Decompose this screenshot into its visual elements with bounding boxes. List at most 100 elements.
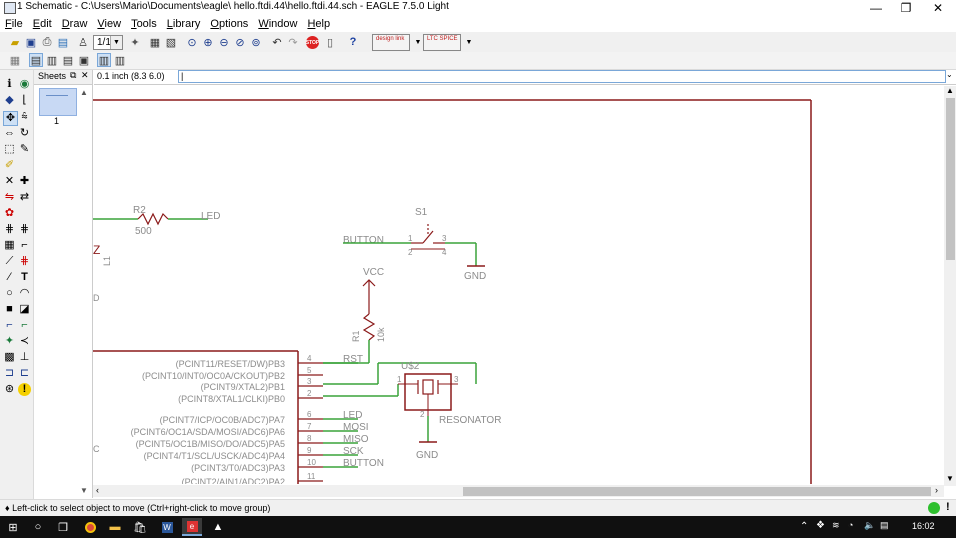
menu-tools[interactable]: Tools	[131, 18, 157, 30]
close-icon[interactable]: ✕	[81, 70, 89, 80]
delete-icon[interactable]: ✕	[4, 175, 15, 187]
errors-icon[interactable]: !	[18, 383, 31, 396]
show-icon[interactable]: ◉	[19, 78, 30, 90]
wire-icon[interactable]: ⁄	[8, 271, 11, 283]
attribute-icon[interactable]: ▩	[4, 351, 15, 363]
search-icon[interactable]: ○	[34, 521, 42, 533]
layout-icon-3[interactable]: ▤	[62, 54, 74, 67]
panel-toggle-icon[interactable]: ▥	[97, 53, 111, 67]
paste-icon[interactable]: ✐	[4, 159, 15, 171]
display-icon[interactable]: ◆	[5, 94, 14, 106]
script-icon[interactable]: ▦	[149, 36, 161, 49]
invoke-icon[interactable]: ⋕	[19, 255, 30, 267]
layout-icon-2[interactable]: ▥	[46, 54, 58, 67]
eagle-taskbar-icon[interactable]: e	[182, 518, 202, 536]
close-button[interactable]: ✕	[932, 1, 944, 15]
show-hidden-icons-icon[interactable]: ⌃	[800, 521, 809, 532]
label-icon[interactable]: ≺	[19, 335, 30, 347]
notifications-icon[interactable]: ▤	[880, 520, 889, 530]
move-icon[interactable]: ✥	[3, 111, 18, 126]
smash-icon[interactable]: ▦	[4, 239, 15, 251]
add-icon[interactable]: ✚	[19, 175, 30, 187]
menu-help[interactable]: Help	[307, 18, 331, 30]
bus-icon[interactable]: ⌐	[6, 319, 13, 331]
circle-icon[interactable]: ○	[6, 287, 13, 299]
command-history-chevron-icon[interactable]: ⌄	[946, 70, 953, 79]
minimize-button[interactable]: —	[870, 1, 882, 15]
menu-file[interactable]: File	[5, 18, 23, 30]
rect-icon[interactable]: ■	[6, 303, 13, 315]
schematic-canvas[interactable]: R2 500 LED Z L1 D C S1 BUTTON 1 2 3 4 GN…	[93, 86, 944, 484]
menu-options[interactable]: Options	[210, 18, 249, 30]
zoom-redraw-icon[interactable]: ⊘	[235, 36, 245, 49]
word-icon[interactable]: W	[161, 521, 173, 533]
scroll-left-icon[interactable]: ‹	[96, 485, 99, 495]
task-view-icon[interactable]: ❐	[58, 521, 68, 534]
menu-view[interactable]: View	[97, 18, 122, 30]
split-icon[interactable]: ⟋	[5, 255, 14, 267]
gateswap-icon[interactable]: ✿	[4, 207, 15, 219]
stop-status-icon[interactable]: !	[946, 501, 950, 513]
zoom-in-icon[interactable]: ⊕	[203, 36, 213, 49]
cam-icon[interactable]: ▤	[57, 36, 69, 49]
ltspice-button[interactable]: LTC SPICE	[423, 34, 461, 51]
print-icon[interactable]: ⎙	[42, 35, 52, 48]
undock-icon[interactable]: ⧉	[70, 70, 77, 80]
undo-icon[interactable]: ↶	[272, 36, 282, 49]
zoom-fit-icon[interactable]: ⊙	[187, 36, 197, 49]
help-icon[interactable]: ?	[349, 36, 357, 48]
grid-icon[interactable]: ▦	[9, 54, 21, 67]
scroll-up-icon[interactable]: ▲	[946, 86, 954, 95]
polygon-icon[interactable]: ◪	[19, 303, 30, 315]
designlink-dropdown-icon[interactable]: ▼	[414, 38, 422, 46]
sheets-scroll-up[interactable]: ▲	[80, 88, 88, 97]
sheets-scroll-down[interactable]: ▼	[80, 486, 88, 495]
erc-icon[interactable]: ⊛	[4, 383, 15, 395]
horizontal-scroll-thumb[interactable]	[463, 487, 931, 496]
board-switch-icon[interactable]: ▧	[165, 36, 177, 49]
go-icon[interactable]: ▯	[326, 36, 334, 49]
sheet-select[interactable]: 1/1▼	[93, 35, 123, 50]
layout-icon-1[interactable]: ▤	[29, 53, 43, 67]
layout-icon-4[interactable]: ▣	[78, 54, 90, 67]
menu-draw[interactable]: Draw	[61, 18, 88, 30]
text-icon[interactable]: T	[21, 271, 28, 283]
open-icon[interactable]: ▰	[10, 36, 20, 49]
photos-icon[interactable]: ▲	[212, 521, 224, 533]
miter-icon[interactable]: ⌐	[21, 239, 28, 251]
group-icon[interactable]: ⬚	[4, 143, 15, 155]
menu-library[interactable]: Library	[166, 18, 201, 30]
replace-icon[interactable]: ⇄	[19, 191, 30, 203]
ltspice-dropdown-icon[interactable]: ▼	[465, 38, 473, 46]
store-icon[interactable]: 🛍	[133, 521, 147, 534]
panel-icon-2[interactable]: ▥	[114, 54, 126, 67]
volume-icon[interactable]: 🔈	[864, 520, 876, 530]
maximize-button[interactable]: ❐	[900, 1, 912, 15]
network-icon[interactable]: ≋	[832, 520, 840, 530]
mark-icon[interactable]: ⌊	[22, 94, 27, 106]
save-icon[interactable]: ▣	[25, 36, 37, 49]
vertical-scroll-thumb[interactable]	[946, 98, 955, 260]
ulp-icon[interactable]: ✦	[130, 36, 140, 49]
dropbox-icon[interactable]: ❖	[816, 520, 825, 531]
lock-icon[interactable]: ♙	[78, 36, 88, 49]
arc-icon[interactable]: ◠	[19, 287, 30, 299]
name-icon[interactable]: ⋕	[4, 223, 15, 235]
menu-edit[interactable]: Edit	[32, 18, 52, 30]
module-icon[interactable]: ⊏	[19, 367, 30, 379]
value-icon[interactable]: ⋕	[19, 223, 30, 235]
frame-icon[interactable]: ⊐	[4, 367, 15, 379]
scroll-right-icon[interactable]: ›	[935, 485, 938, 495]
file-explorer-icon[interactable]: ▬	[109, 521, 121, 533]
zoom-select-icon[interactable]: ⊚	[251, 36, 261, 49]
command-input[interactable]: |	[178, 70, 946, 83]
change-icon[interactable]: ✎	[19, 143, 30, 155]
info-icon[interactable]: ℹ	[7, 78, 12, 90]
junction-icon[interactable]: ✦	[4, 335, 15, 347]
zoom-out-icon[interactable]: ⊖	[219, 36, 229, 49]
sheet-thumbnail[interactable]	[39, 88, 77, 116]
rotate-icon[interactable]: ↻	[19, 127, 30, 139]
scroll-down-icon[interactable]: ▼	[946, 474, 954, 483]
mirror-icon[interactable]: ⇔	[4, 127, 15, 139]
dimension-icon[interactable]: ⊥	[19, 351, 30, 363]
